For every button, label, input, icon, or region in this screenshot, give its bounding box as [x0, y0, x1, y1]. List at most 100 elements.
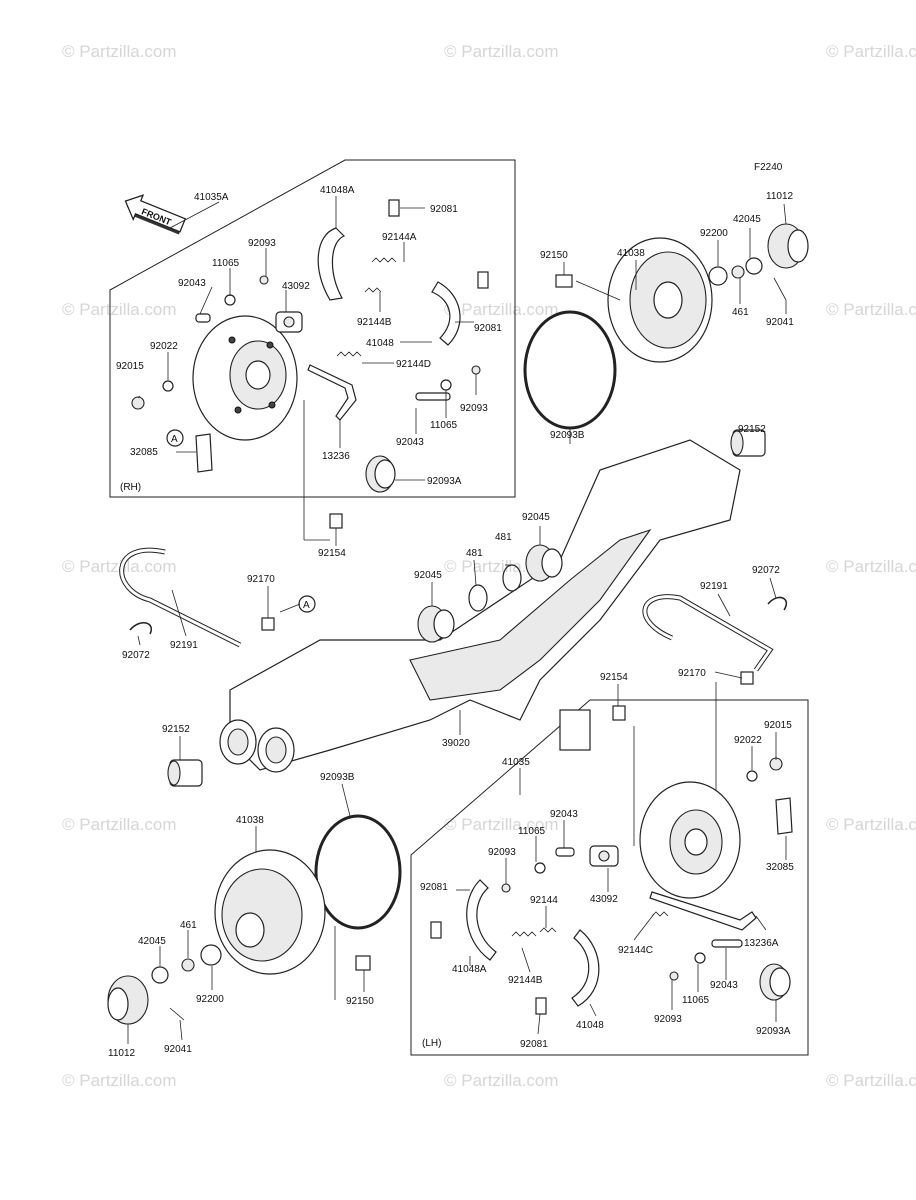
part-label: 92045: [414, 570, 442, 581]
oring-92093B-lh: [314, 814, 402, 930]
washer-92093-lh: [501, 883, 511, 893]
spring-92144: [539, 927, 557, 933]
washer-461-rh: [731, 265, 745, 279]
panel-lh-label: (LH): [422, 1038, 441, 1049]
watermark: © Partzilla.com: [826, 815, 916, 834]
hose-92191-right-inner: [643, 595, 773, 671]
watermark: © Partzilla.com: [826, 300, 916, 319]
nut-92022-lh: [746, 770, 758, 782]
part-label: 92041: [164, 1044, 192, 1055]
part-label: 43092: [590, 894, 618, 905]
washer-92200-rh: [708, 266, 728, 286]
part-label: 92093: [488, 847, 516, 858]
part-label: 92043: [710, 980, 738, 991]
spring-92144C: [651, 911, 669, 917]
watermark: © Partzilla.com: [62, 300, 177, 319]
lever-13236A: [649, 891, 757, 931]
part-label: 11065: [682, 995, 710, 1006]
bearing-92045-a: [417, 605, 455, 643]
part-label: 92043: [178, 278, 206, 289]
part-label: 92015: [764, 720, 792, 731]
clip-92170-right: [740, 671, 754, 685]
part-label: 92072: [752, 565, 780, 576]
washer-11065-lh: [534, 862, 546, 874]
hose-92191-left-inner: [120, 548, 241, 647]
watermark: © Partzilla.com: [826, 557, 916, 576]
watermark: © Partzilla.com: [826, 42, 916, 61]
washer-461-lh: [181, 958, 195, 972]
clip-32085-lh: [775, 797, 793, 835]
part-label: 92152: [162, 724, 190, 735]
part-label: 92093: [460, 403, 488, 414]
bushing-92152-rh: [730, 429, 766, 457]
part-label: 11065: [212, 258, 240, 269]
pin-92043-rh: [195, 313, 211, 323]
cotter-92041-rh: [773, 277, 787, 301]
part-label: 42045: [138, 936, 166, 947]
part-label: 92191: [170, 640, 198, 651]
nut-92015-rh: [131, 396, 145, 410]
nut-92022-rh: [162, 380, 174, 392]
cotter-92041-lh: [169, 1007, 185, 1021]
clamp-92072-right: [767, 596, 788, 611]
part-label: 92144: [530, 895, 558, 906]
part-label: 92170: [678, 668, 706, 679]
watermark: © Partzilla.com: [444, 815, 559, 834]
part-label: 39020: [442, 738, 470, 749]
part-label: 11012: [766, 191, 794, 202]
washer-11065-lh2: [694, 952, 706, 964]
watermark: © Partzilla.com: [62, 1071, 177, 1090]
front-arrow-icon: FRONT: [124, 194, 187, 235]
watermark: © Partzilla.com: [62, 815, 177, 834]
diagram-code: F2240: [754, 162, 783, 173]
watermark: © Partzilla.com: [62, 557, 177, 576]
ref-marker-rh: [166, 429, 184, 447]
watermark: © Partzilla.com: [444, 300, 559, 319]
pin-92043-lh2: [711, 939, 743, 948]
part-label: 92154: [600, 672, 628, 683]
part-label: 41048A: [320, 185, 355, 196]
part-label: 92072: [122, 650, 150, 661]
part-labels: F2240 (RH) (LH) 41035A 41048A 92081 9214…: [108, 162, 794, 1059]
brake-shoe-rh-upper: [317, 227, 346, 301]
cap-11012-lh: [107, 975, 149, 1025]
backing-plate-lh: [639, 781, 741, 899]
watermark: © Partzilla.com: [62, 42, 177, 61]
nut-42045-rh: [745, 257, 763, 275]
watermark: © Partzilla.com: [826, 1071, 916, 1090]
spring-92144B-lh: [511, 931, 537, 937]
part-label: 41048: [366, 338, 394, 349]
washer-92093-rh: [259, 275, 269, 285]
brake-drum-lh: [214, 849, 326, 975]
part-label: 92081: [420, 882, 448, 893]
part-label: 92144C: [618, 945, 653, 956]
part-label: 92015: [116, 361, 144, 372]
part-label: 92150: [540, 250, 568, 261]
lh-panel-frame: [410, 699, 809, 1056]
spring-92144D: [336, 351, 362, 357]
brake-shoe-rh-lower: [431, 281, 461, 346]
swing-arm-39020: [219, 439, 741, 773]
ring-481-b: [502, 564, 522, 592]
washer-11065-rh: [224, 294, 236, 306]
bushing-92152-lh: [167, 759, 203, 787]
pin-92043-lh: [555, 847, 575, 857]
part-label: 42045: [733, 214, 761, 225]
clip-92170-left: [261, 617, 275, 631]
part-label: 41038: [617, 248, 645, 259]
clip-32085-rh: [195, 433, 213, 473]
part-label: 92022: [150, 341, 178, 352]
part-label: 41035A: [194, 192, 229, 203]
lever-13236: [307, 364, 357, 421]
part-label: 13236A: [744, 938, 779, 949]
nut-42045-lh: [151, 966, 169, 984]
part-label: 92093: [248, 238, 276, 249]
part-label: 92144D: [396, 359, 431, 370]
bolt-92150-rh: [555, 274, 573, 288]
leader-lines: [127, 196, 787, 1044]
backing-plate-rh: [192, 315, 298, 441]
part-label: 92200: [196, 994, 224, 1005]
bolt-92150-lh: [355, 955, 371, 971]
part-label: 11065: [518, 826, 546, 837]
